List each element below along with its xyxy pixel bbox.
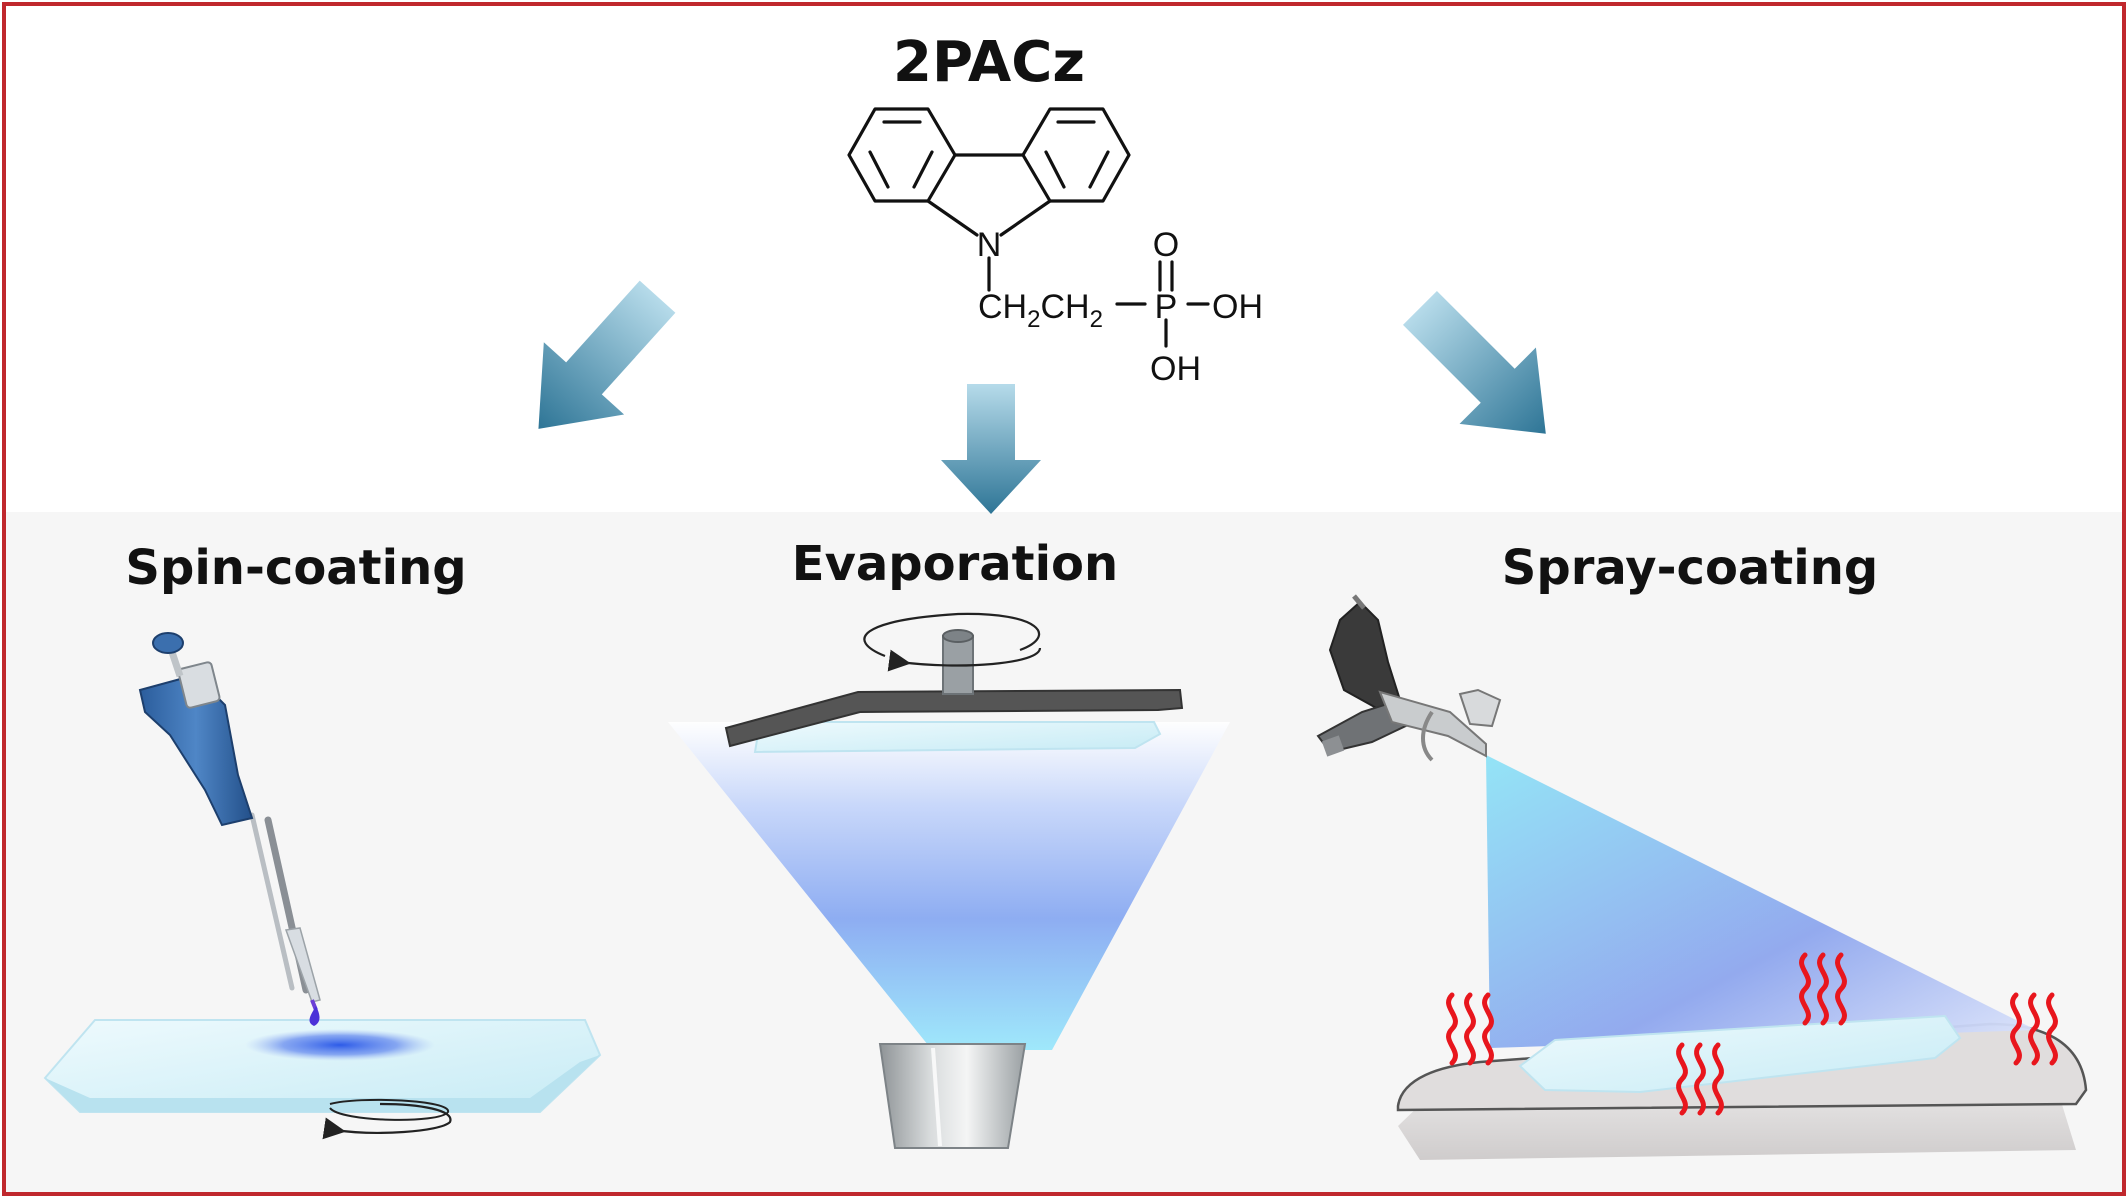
chain-sub-1: 2 [1027,306,1040,333]
evaporation-substrate [753,721,1162,754]
heat-wave-line [1817,952,1829,1026]
spray-coating-illustration [1316,594,2088,1160]
spin-rotation-arrow [322,1102,452,1140]
label-evaporation: Evaporation [791,536,1119,592]
heat-wave-line [1835,952,1847,1026]
hot-plate-base [1398,1098,2076,1160]
ethyl-chain-label: CH2CH2 [978,288,1103,333]
spray-plume [1486,755,2036,1048]
molecule-structure [847,107,1210,348]
heat-wave-line [1446,992,1458,1066]
heat-lines [1446,952,2058,1116]
evaporation-rotation-icon [863,612,1041,658]
label-spray-coating: Spray-coating [1501,540,1879,596]
heat-wave-line [1482,992,1494,1066]
chain-sub-2: 2 [1090,306,1103,333]
airbrush-gun-icon [1316,594,1502,762]
spray-substrate [1518,1014,1962,1094]
evaporation-rotation-arrow [887,647,1042,672]
chain-ch-2: CH [1040,288,1089,326]
evaporation-plume [668,722,1230,1050]
heat-wave-line [2010,992,2022,1066]
spin-solution-spot [245,1029,435,1061]
heat-wave-line [2046,992,2058,1066]
atom-phosphorus: P [1155,288,1178,326]
evaporation-crucible [878,1043,1027,1149]
chain-ch-1: CH [978,288,1027,326]
atom-oxygen: O [1153,226,1179,264]
molecule-atom-labels: N O P OH OH CH2CH2 [977,226,1263,388]
arrow-to-spray-coating [1402,290,1546,434]
heat-wave-line [1676,1042,1688,1116]
arrow-to-evaporation [941,384,1041,514]
evaporation-holder-plate [724,688,1184,748]
heat-wave-line [1799,952,1811,1026]
pipette-icon [138,632,321,1026]
label-spin-coating: Spin-coating [125,540,467,596]
evaporation-illustration [668,612,1230,1149]
heat-wave-line [1712,1042,1724,1116]
spin-coating-illustration [43,632,602,1140]
atom-nitrogen: N [977,226,1002,264]
molecule-name: 2PACz [893,30,1085,95]
arrow-to-spin-coating [538,280,676,429]
spin-rotation-icon [329,1098,449,1121]
heat-wave-line [2028,992,2040,1066]
atom-hydroxyl-right: OH [1212,288,1263,326]
heat-wave-line [1694,1042,1706,1116]
heat-wave-line [1464,992,1476,1066]
spin-glass-edge [45,1055,600,1112]
atom-hydroxyl-bottom: OH [1150,350,1201,388]
